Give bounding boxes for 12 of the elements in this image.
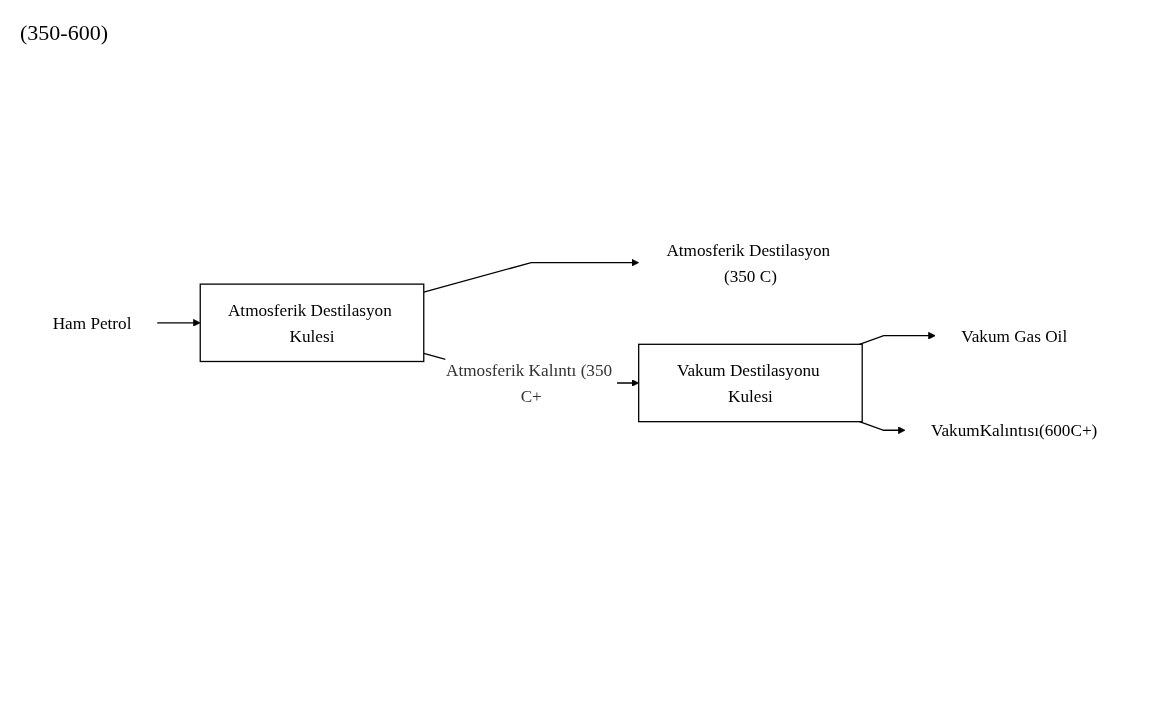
node-text: Atmosferik Destilasyon (350 C) (666, 240, 831, 285)
node-text: Vakum Gas Oil (961, 326, 1068, 346)
note-text: (350-600) (20, 20, 108, 45)
arrow (858, 421, 906, 435)
arrow (858, 331, 936, 345)
node-box: Atmosferik Destilasyon Kulesi (199, 283, 425, 363)
node-text: VakumKalıntısı(600C+) (930, 420, 1098, 440)
node-box: Vakum Destilasyonu Kulesi (638, 343, 863, 423)
arrow (423, 258, 640, 293)
edge-label: Atmosferik Kalıntı (350 C+ (445, 360, 613, 406)
arrow (156, 319, 201, 327)
node-text: Ham Petrol (52, 313, 132, 333)
